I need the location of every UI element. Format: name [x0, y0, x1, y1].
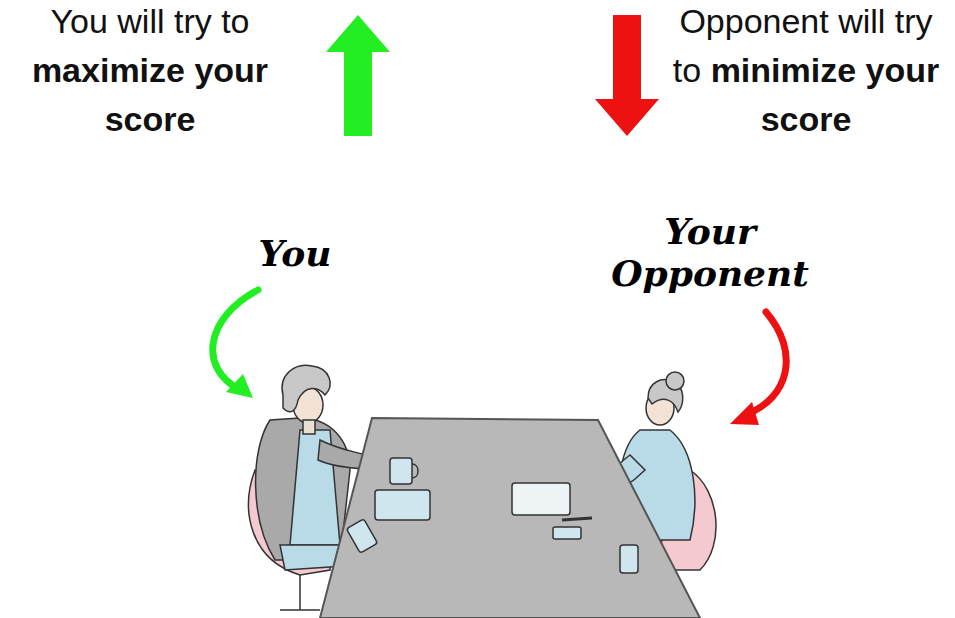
person-label: Your Opponent [610, 210, 810, 294]
leader-head [730, 402, 759, 425]
down-arrow [595, 15, 659, 136]
person-label-text: You [259, 232, 332, 274]
leader-line [213, 290, 258, 390]
instruction-emphasis: maximize your score [5, 46, 295, 144]
instruction-line: You will try to [5, 0, 295, 46]
meeting-scene [249, 365, 716, 618]
leader-head [226, 374, 253, 398]
up-arrow [326, 15, 390, 136]
instruction-text: Opponent will try tominimize your score [660, 0, 952, 144]
person-label: You [250, 232, 340, 274]
leader-line [745, 312, 786, 415]
instruction-text: You will try tomaximize your score [5, 0, 295, 144]
instruction-emphasis: minimize your score [711, 51, 940, 138]
person-label-text: Your Opponent [611, 210, 809, 294]
